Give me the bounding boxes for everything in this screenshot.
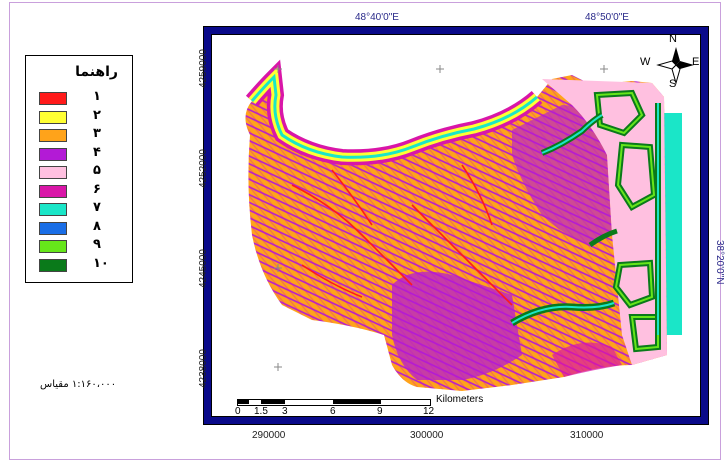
legend-swatch bbox=[39, 92, 67, 105]
graticule-crosses bbox=[274, 65, 608, 371]
scale-tick-5: 12 bbox=[423, 406, 435, 417]
map-frame bbox=[203, 26, 709, 425]
legend-swatch bbox=[39, 147, 67, 161]
legend-swatch bbox=[39, 203, 67, 216]
scale-tick-2: 3 bbox=[282, 406, 288, 417]
inlet-channels bbox=[510, 112, 618, 327]
northing-label-4: 4238000 bbox=[198, 349, 209, 388]
east-label: E bbox=[692, 56, 700, 68]
legend-label: ۱۰ bbox=[93, 255, 109, 271]
legend-label: ۹ bbox=[93, 237, 101, 252]
north-arrow bbox=[656, 47, 694, 85]
legend-label: ۵ bbox=[93, 163, 101, 178]
legend-label: ۶ bbox=[93, 181, 101, 197]
legend-item: ۱ bbox=[39, 89, 124, 106]
legend-item: ۷ bbox=[39, 200, 124, 217]
legend-item: ۸ bbox=[39, 218, 124, 236]
lat-label: 38°20'0"N bbox=[714, 240, 725, 285]
scale-tick-3: 6 bbox=[330, 406, 336, 417]
legend-item: ۳ bbox=[39, 126, 124, 143]
legend-label: ۴ bbox=[93, 144, 101, 160]
legend-swatch bbox=[39, 221, 67, 235]
legend-label: ۲ bbox=[93, 107, 101, 123]
legend-item: ۵ bbox=[39, 163, 124, 180]
legend-item: ۴ bbox=[39, 144, 124, 162]
legend-swatch bbox=[39, 110, 67, 124]
page-border bbox=[9, 2, 721, 460]
northing-label-3: 4245000 bbox=[198, 249, 209, 288]
map-svg bbox=[245, 47, 694, 391]
lon-label-1: 48°40'0"E bbox=[355, 12, 399, 23]
map-canvas bbox=[211, 34, 701, 417]
northing-label-1: 4259000 bbox=[198, 49, 209, 88]
legend-item: ۲ bbox=[39, 107, 124, 125]
legend-label: ۱ bbox=[93, 89, 101, 104]
legend-swatch bbox=[39, 240, 67, 253]
north-label: N bbox=[669, 33, 677, 45]
easting-label-1: 290000 bbox=[252, 430, 286, 441]
zone-5-east bbox=[542, 79, 667, 365]
easting-label-2: 300000 bbox=[410, 430, 444, 441]
scale-tick-0: 0 bbox=[235, 406, 241, 417]
legend-label: ۳ bbox=[93, 126, 101, 141]
easting-label-3: 310000 bbox=[570, 430, 604, 441]
zone-6-patch bbox=[552, 342, 622, 377]
south-label: S bbox=[669, 78, 677, 90]
scale-ratio-text: ۱:۱۶۰،۰۰۰ مقیاس bbox=[40, 379, 117, 390]
legend-item: ۶ bbox=[39, 181, 124, 199]
zone-4-patch-east bbox=[512, 105, 612, 245]
legend-item: ۹ bbox=[39, 237, 124, 254]
red-streams bbox=[291, 164, 513, 306]
scale-tick-1: 1.5 bbox=[254, 406, 268, 417]
west-label: W bbox=[640, 56, 651, 68]
legend-title: راهنما bbox=[75, 64, 118, 80]
lon-label-2: 48°50'0"E bbox=[585, 12, 629, 23]
scale-tick-4: 9 bbox=[377, 406, 383, 417]
legend-label: ۷ bbox=[93, 200, 101, 215]
legend-label: ۸ bbox=[93, 218, 101, 234]
legend-item: ۱۰ bbox=[39, 255, 124, 273]
legend-swatch bbox=[39, 258, 67, 272]
coastal-belt-cyan bbox=[250, 73, 538, 159]
legend-swatch bbox=[39, 166, 67, 179]
legend-swatch bbox=[39, 184, 67, 198]
northing-label-2: 4252000 bbox=[198, 149, 209, 188]
green-rings bbox=[593, 89, 661, 353]
scale-bar: Kilometers 0 1.5 3 6 9 12 bbox=[235, 394, 483, 417]
scale-bar-unit: Kilometers bbox=[436, 394, 484, 405]
legend-swatch bbox=[39, 129, 67, 142]
map-legend: راهنما ۱ ۲ ۳ ۴ ۵ ۶ ۷ ۸ ۹ ۱۰ bbox=[25, 55, 133, 283]
zone-4-patch bbox=[392, 271, 522, 380]
